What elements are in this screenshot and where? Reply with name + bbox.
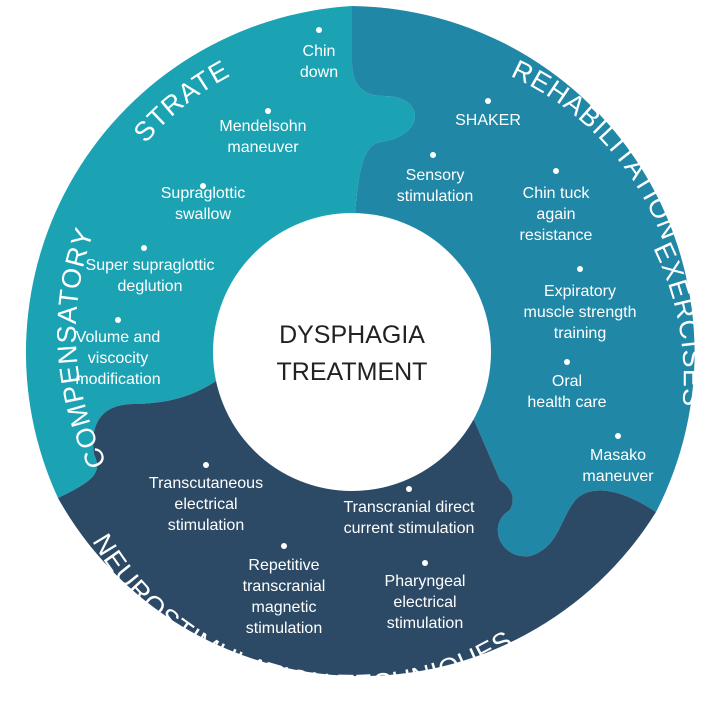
bullet-dot: [577, 266, 583, 272]
rehabilitation-segment: [352, 6, 695, 557]
item-label-line: again: [536, 206, 575, 223]
bullet-dot: [200, 183, 206, 189]
bullet-dot: [141, 245, 147, 251]
item-label-line: stimulation: [397, 188, 473, 205]
item-label-line: Pharyngeal: [385, 573, 466, 590]
bullet-dot: [553, 168, 559, 174]
compensatory-item: Mendelsohn maneuver: [219, 108, 307, 156]
item-label-line: stimulation: [168, 517, 244, 534]
item-label-line: transcranial: [243, 578, 326, 595]
compensatory-segment: [25, 6, 416, 498]
center-title-line2: TREATMENT: [277, 358, 428, 386]
item-label-line: current stimulation: [344, 520, 475, 537]
item-label-line: Masako: [590, 447, 646, 464]
item-label-line: Super supraglottic: [86, 257, 215, 274]
item-label-line: Chin tuck: [523, 185, 591, 202]
item-label-line: Mendelsohn: [219, 118, 306, 135]
bullet-dot: [430, 152, 436, 158]
bullet-dot: [422, 560, 428, 566]
neurostimulation-segment: [58, 369, 656, 677]
bullet-dot: [615, 433, 621, 439]
item-label-line: health care: [527, 394, 606, 411]
item-label-line: maneuver: [227, 139, 299, 156]
bullet-dot: [564, 359, 570, 365]
rehabilitation-item: Chin tuck again resistance: [520, 168, 593, 244]
bullet-dot: [281, 543, 287, 549]
neurostimulation-item: Transcutaneous electrical stimulation: [149, 462, 263, 534]
compensatory-item: Chin down: [300, 27, 338, 81]
item-label-line: maneuver: [582, 468, 654, 485]
item-label-line: Transcranial direct: [343, 499, 475, 516]
item-label-line: SHAKER: [455, 112, 521, 129]
item-label-line: Transcutaneous: [149, 475, 263, 492]
compensatory-item: Volume and viscocity modification: [75, 317, 161, 388]
rehabilitation-item: Oral health care: [527, 359, 607, 411]
item-label-line: magnetic: [252, 599, 317, 616]
rehabilitation-item: Expiratory muscle strength training: [524, 266, 637, 342]
rehabilitation-item: SHAKER: [455, 98, 521, 129]
item-label-line: Sensory: [406, 167, 465, 184]
item-label-line: viscocity: [88, 350, 148, 367]
neurostimulation-item: Pharyngeal electrical stimulation: [385, 560, 466, 632]
item-label-line: down: [300, 64, 338, 81]
item-label-line: swallow: [175, 206, 231, 223]
rehabilitation-item: Sensory stimulation: [397, 152, 473, 205]
compensatory-item: Supraglottic swallow: [161, 183, 246, 223]
bullet-dot: [203, 462, 209, 468]
compensatory-item: Super supraglottic deglution: [86, 245, 215, 295]
item-label-line: muscle strength: [524, 304, 637, 321]
center-title-line1: DYSPHAGIA: [279, 321, 425, 349]
item-label-line: modification: [75, 371, 160, 388]
rehabilitation-item: Masako maneuver: [582, 433, 654, 485]
item-label-line: Supraglottic: [161, 185, 246, 202]
item-label-line: training: [554, 325, 606, 342]
neurostimulation-item: Repetitive transcranial magnetic stimulatio…: [243, 543, 326, 637]
items-layer: ChindownMendelsohnmaneuverSupraglotticsw…: [75, 27, 654, 637]
item-label-line: stimulation: [246, 620, 322, 637]
bullet-dot: [115, 317, 121, 323]
item-label-line: Oral: [552, 373, 582, 390]
item-label-line: Repetitive: [248, 557, 319, 574]
item-label-line: stimulation: [387, 615, 463, 632]
bullet-dot: [316, 27, 322, 33]
center-circle: [213, 213, 491, 491]
item-label-line: Volume and: [76, 329, 161, 346]
bullet-dot: [265, 108, 271, 114]
item-label-line: electrical: [174, 496, 237, 513]
item-label-line: Expiratory: [544, 283, 616, 300]
neurostimulation-item: Transcranial direct current stimulation: [343, 486, 475, 537]
bullet-dot: [485, 98, 491, 104]
item-label-line: Chin: [303, 43, 336, 60]
item-label-line: resistance: [520, 227, 593, 244]
item-label-line: deglution: [118, 278, 183, 295]
item-label-line: electrical: [393, 594, 456, 611]
bullet-dot: [406, 486, 412, 492]
